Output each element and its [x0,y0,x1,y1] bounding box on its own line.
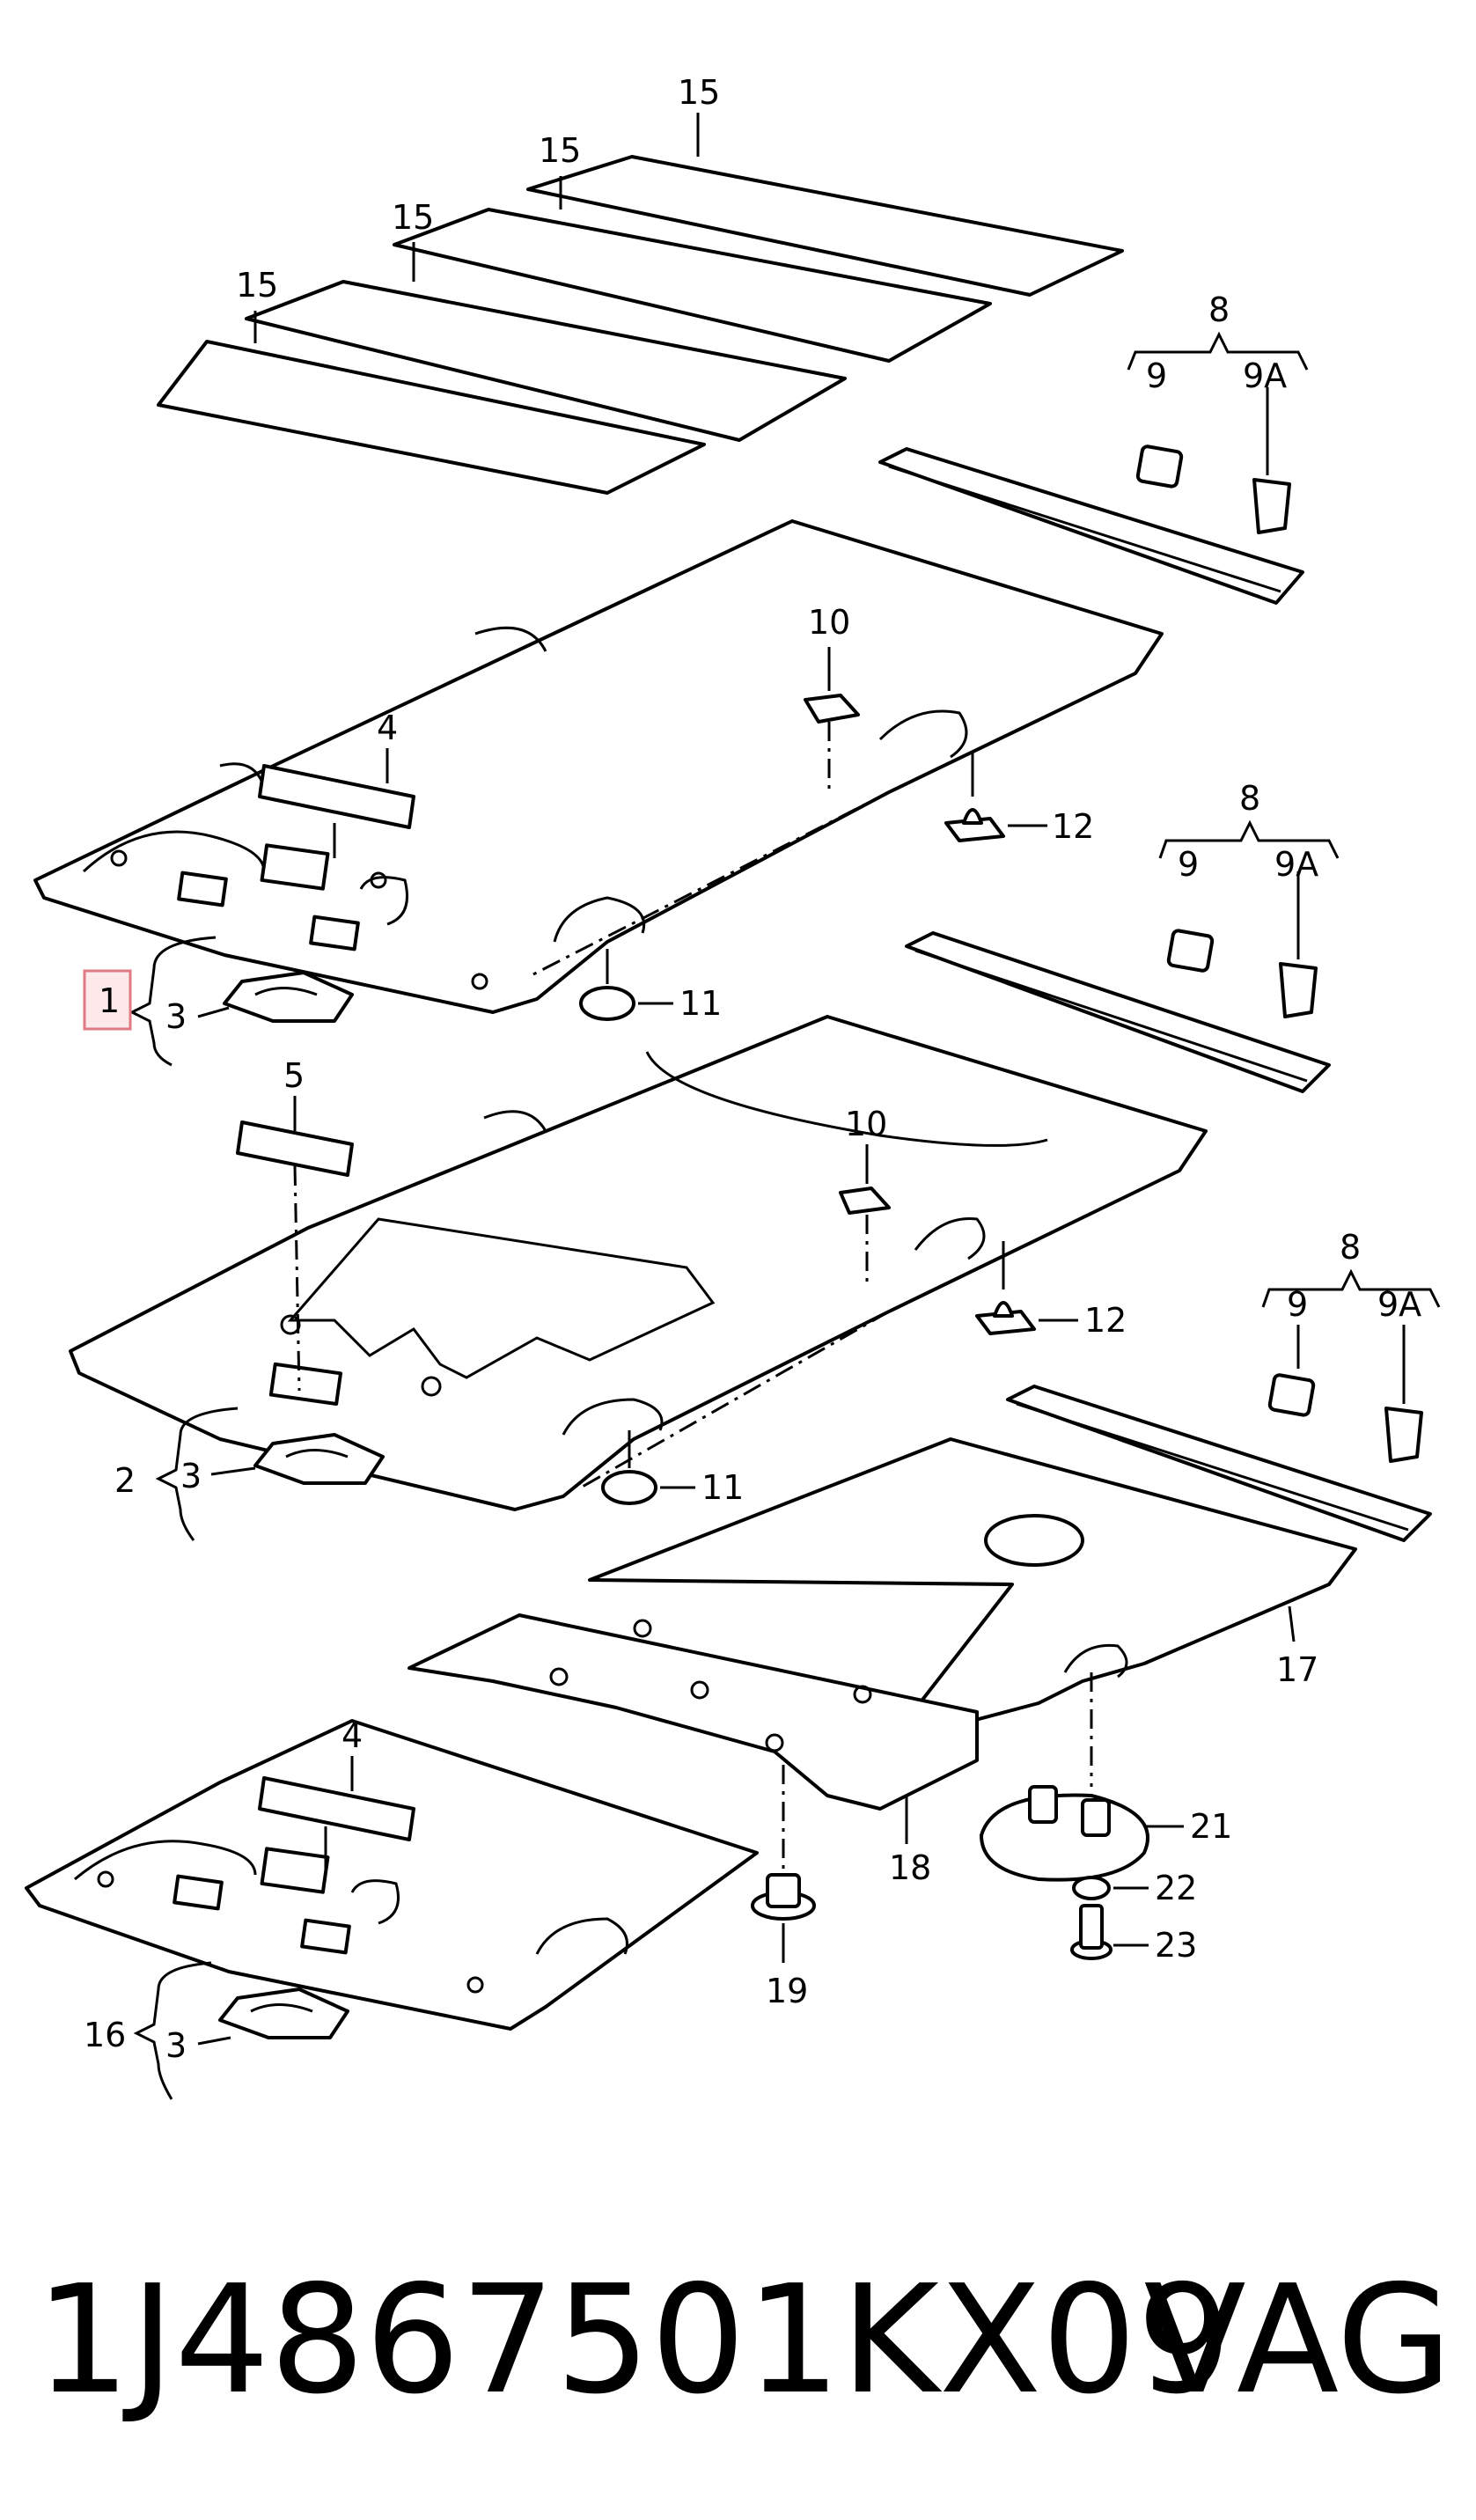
pad-5 [236,1120,354,1177]
callout-9a: 9 [1146,356,1167,395]
clip-19 [751,1873,816,1921]
callout-labels: 15 15 15 15 8 9 9A 10 4 12 8 9 9A 1 3 11… [84,73,1421,2065]
roof-rail-middle [905,931,1331,1093]
clip-12-top [944,808,1005,842]
callout-9Ab: 9A [1274,845,1318,884]
grommet-11-top [579,986,635,1021]
brand-label: VAG [1143,2253,1452,2428]
callout-10b: 10 [845,1105,887,1143]
callout-3c: 3 [165,2026,187,2065]
highlight-box-part-1 [83,969,132,1031]
callout-1: 1 [99,981,120,1020]
pad-4-bottom [258,1776,415,1841]
callout-18: 18 [889,1848,931,1887]
callout-4a: 4 [377,709,398,747]
callout-3a: 3 [165,997,187,1036]
callout-11a: 11 [679,984,722,1023]
headliner-16 [25,1719,759,2031]
grab-handle-3-middle [253,1433,385,1485]
callout-17: 17 [1276,1650,1318,1689]
callout-11b: 11 [701,1468,744,1507]
clip-9-top [1135,444,1184,489]
callout-3b: 3 [180,1457,202,1495]
callout-9Ac: 9A [1377,1285,1421,1324]
roof-rail-top [878,447,1304,605]
callout-8b: 8 [1239,779,1260,818]
clip-9A-top [1252,478,1291,534]
callout-15c: 15 [392,198,434,237]
clip-10-middle [839,1187,891,1215]
callout-10a: 10 [808,603,850,642]
panel-18 [408,1613,979,1811]
clip-12-middle [975,1301,1036,1335]
callout-23: 23 [1155,1926,1197,1965]
clip-9A-middle [1279,962,1318,1018]
callout-8a: 8 [1208,290,1230,329]
screw-23 [1070,1904,1113,1960]
pad-4 [258,764,415,829]
grab-handle-3-bottom [218,1987,349,2039]
callout-9c: 9 [1287,1285,1308,1324]
clip-10-top [804,694,860,724]
rear-headliner-17 [588,1437,1357,1745]
insulation-mat-15 [157,155,1124,495]
roof-rail-bottom [1006,1385,1432,1542]
callout-15d: 15 [236,266,278,305]
callout-9Aa: 9A [1243,356,1287,395]
callout-4b: 4 [341,1716,363,1755]
callout-22: 22 [1155,1869,1197,1907]
callout-5: 5 [283,1056,305,1095]
clip-9-bottom [1267,1373,1316,1417]
callout-2: 2 [114,1461,136,1500]
callout-19: 19 [766,1972,808,2010]
callout-15a: 15 [678,73,720,112]
grab-handle-3-top [223,971,354,1023]
callout-9b: 9 [1178,845,1199,884]
clip-9A-bottom [1384,1407,1423,1463]
cap-21 [980,1785,1149,1882]
clip-9-middle [1166,929,1215,973]
callout-21: 21 [1190,1807,1232,1846]
washer-22 [1072,1876,1111,1900]
callout-15b: 15 [539,131,581,170]
callout-12b: 12 [1084,1301,1127,1340]
headliner-2 [69,1015,1208,1511]
callout-8c: 8 [1340,1228,1361,1267]
callout-12a: 12 [1052,807,1094,846]
callout-16: 16 [84,2016,126,2054]
part-number: 1J4867501KX09 [35,2253,1232,2428]
headliner-1 [33,519,1164,1014]
grommet-11-middle [601,1470,657,1505]
footer: 1J4867501KX09 VAG [35,2253,1452,2429]
